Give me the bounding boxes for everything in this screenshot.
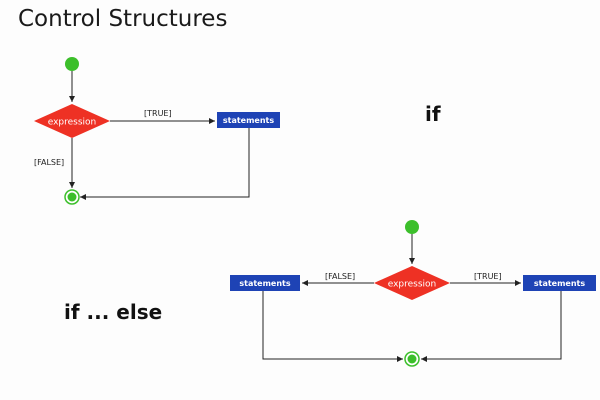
if-true-label: [TRUE]: [144, 109, 172, 118]
if-else-right-statements-box: [523, 275, 596, 291]
if-diagram: expression [TRUE] statements [FALSE]: [34, 57, 280, 205]
if-else-start-node: [405, 220, 419, 234]
if-else-decision-diamond: [374, 266, 450, 300]
if-else-false-label: [FALSE]: [325, 272, 355, 281]
if-start-node: [65, 57, 79, 71]
if-else-diagram: expression [TRUE] [FALSE] statements sta…: [230, 220, 596, 367]
if-else-left-to-end-arrow: [262, 291, 403, 362]
if-else-true-label: [TRUE]: [474, 272, 502, 281]
if-statements-box: [217, 112, 280, 128]
if-else-decision-label: expression: [388, 280, 437, 290]
if-heading: if: [425, 102, 441, 126]
if-statements-to-end-arrow: [80, 128, 250, 200]
slide-title: Control Structures: [18, 6, 228, 32]
if-decision-label: expression: [48, 118, 97, 128]
if-statements-label: statements: [223, 116, 275, 125]
if-else-left-statements-box: [230, 275, 300, 291]
if-else-left-statements-label: statements: [239, 279, 291, 288]
if-false-label: [FALSE]: [34, 158, 64, 167]
if-decision-diamond: [34, 104, 110, 138]
if-else-right-to-end-arrow: [421, 291, 562, 362]
if-else-right-statements-label: statements: [534, 279, 586, 288]
if-else-end-node-core: [407, 354, 417, 364]
if-else-heading: if ... else: [64, 300, 163, 324]
if-end-node-core: [67, 192, 77, 202]
